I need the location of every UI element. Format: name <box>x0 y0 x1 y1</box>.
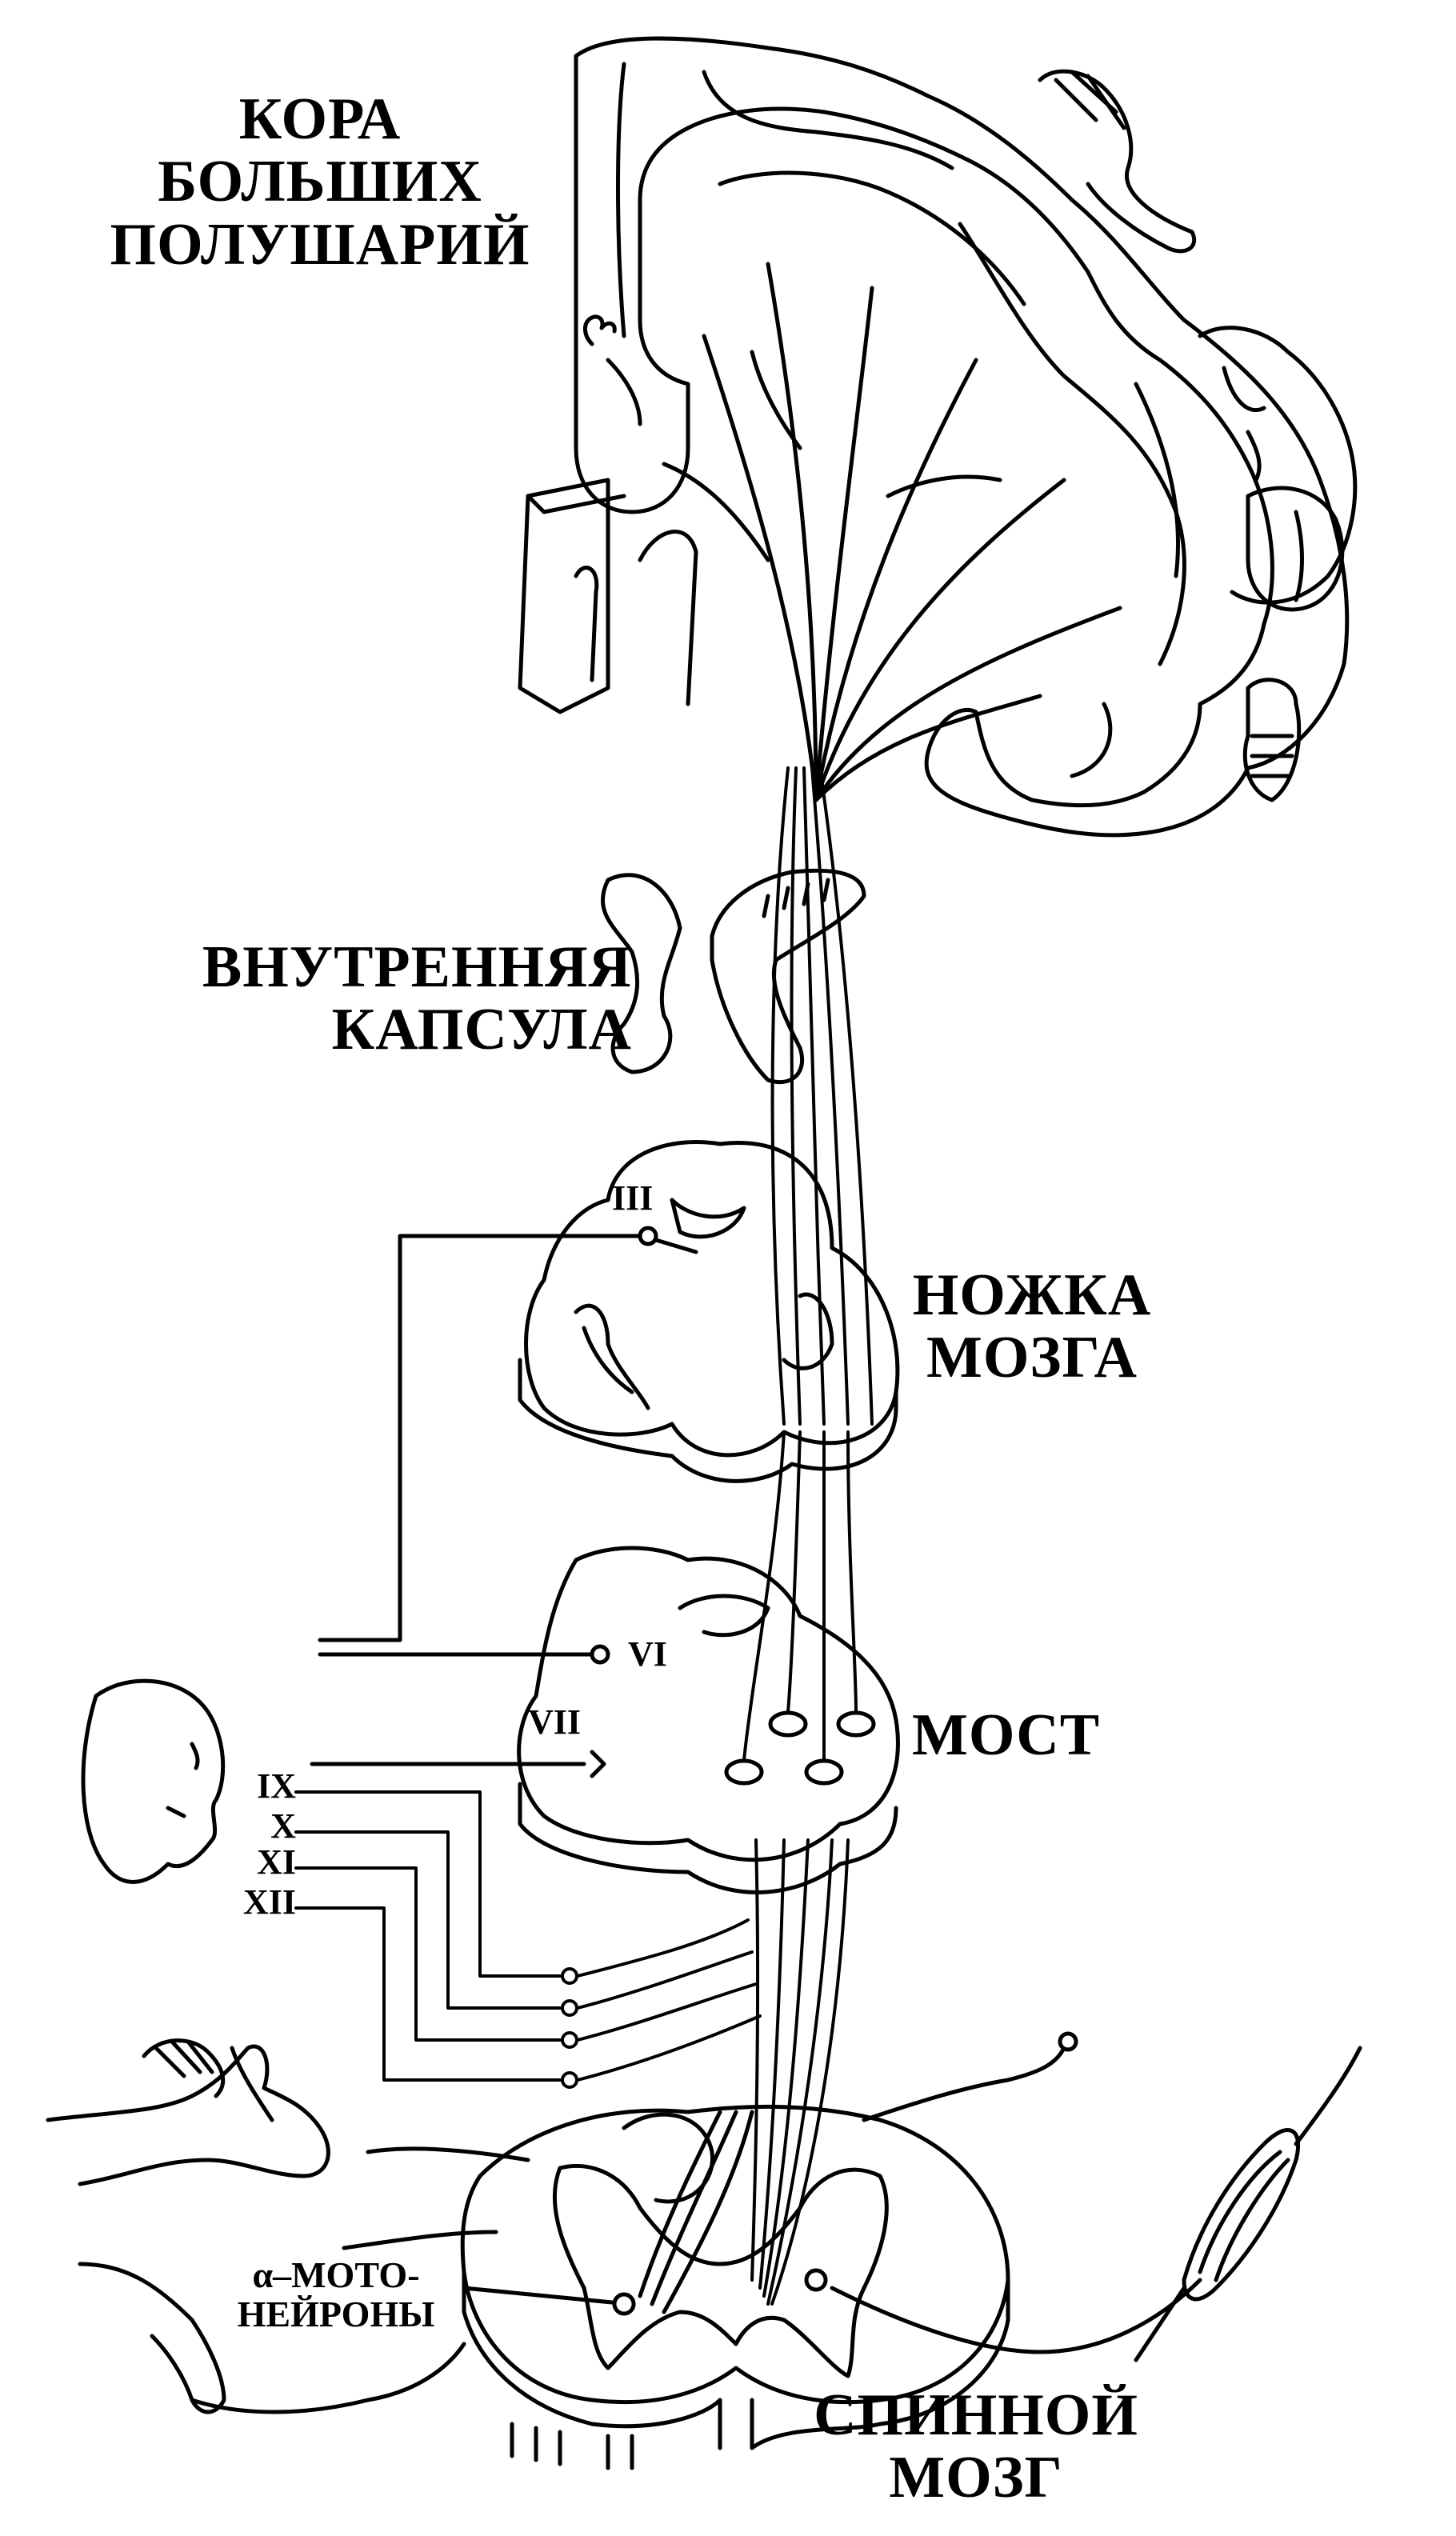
internal-capsule-label-line2: КАПСУЛА <box>331 997 632 1063</box>
cerebral-peduncle-label: НОЖКА МОЗГА <box>904 1264 1160 1390</box>
motoneurons-label-line1: α–МОТО- <box>252 2254 420 2295</box>
cortex-label-line2: БОЛЬШИХ <box>158 149 482 215</box>
head-sketch <box>81 1678 226 1884</box>
cranial-nerve-vi-label: VI <box>628 1634 667 1674</box>
cranial-nerve-xii-label: XII <box>242 1882 296 1922</box>
spinal-cord-drawing <box>342 2031 1202 2470</box>
alpha-motoneuron <box>804 2268 828 2292</box>
nucleus-iii <box>638 1226 658 1246</box>
spinal-cord-label: СПИННОЙ МОЗГ <box>768 2384 1184 2510</box>
descending-fibres <box>742 766 874 2306</box>
leg-sketch <box>78 2262 466 2414</box>
cranial-nerve-xi-label: XI <box>257 1842 296 1882</box>
motoneurons-label-line2: НЕЙРОНЫ <box>237 2293 435 2334</box>
internal-capsule-drawing <box>601 868 866 1085</box>
pons-tract-bundle <box>804 1758 844 1786</box>
cortex-label-line1: КОРА <box>238 86 402 152</box>
pons-tract-bundle <box>768 1710 808 1738</box>
cranial-nerve-ix-label: IX <box>257 1766 296 1806</box>
cerebral-peduncle-label-line1: НОЖКА <box>912 1262 1152 1328</box>
cortex-label-line3: ПОЛУШАРИЙ <box>110 211 530 278</box>
cortex-label: КОРА БОЛЬШИХ ПОЛУШАРИЙ <box>96 86 544 278</box>
internal-capsule-label-line1: ВНУТРЕННЯЯ <box>202 934 632 1000</box>
motoneurons-label: α–МОТО- НЕЙРОНЫ <box>216 2254 456 2334</box>
pons-tract-bundle <box>836 1710 876 1738</box>
pons-drawing <box>310 1546 900 1894</box>
pons-label-text: МОСТ <box>912 1702 1101 1768</box>
pons-label: МОСТ <box>912 1702 1101 1768</box>
hand-sketch <box>46 2038 330 2186</box>
cranial-nerve-x-label: X <box>270 1806 296 1846</box>
internal-capsule-label: ВНУТРЕННЯЯ КАПСУЛА <box>120 936 632 1062</box>
nucleus-vi <box>590 1644 610 1665</box>
alpha-motoneuron <box>612 2292 636 2316</box>
lower-cranial-nerve-paths <box>294 1790 762 2089</box>
cerebral-peduncle-label-line2: МОЗГА <box>926 1325 1138 1391</box>
cerebral-cortex-drawing <box>574 36 1350 838</box>
pons-tract-bundle <box>724 1758 764 1786</box>
cranial-nerve-iii-label: III <box>612 1178 654 1218</box>
muscle-sketch <box>1134 2046 1362 2362</box>
motor-homunculus-drawing <box>518 69 1358 802</box>
spinal-cord-label-line2: МОЗГ <box>889 2445 1063 2511</box>
cranial-nerve-vii-label: VII <box>528 1702 582 1742</box>
cerebral-peduncle-drawing <box>318 1140 900 1642</box>
spinal-cord-label-line1: СПИННОЙ <box>814 2382 1138 2448</box>
